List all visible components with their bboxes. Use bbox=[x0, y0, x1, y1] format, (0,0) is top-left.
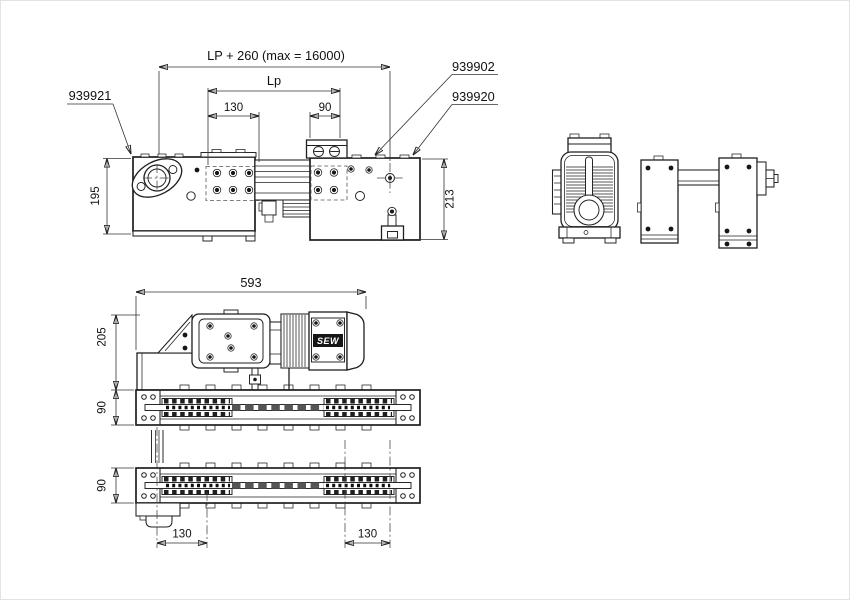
part-label-right-lower: 939920 bbox=[452, 89, 495, 104]
rail-connector bbox=[249, 368, 261, 390]
dim-130-left-text: 130 bbox=[172, 529, 191, 541]
dim-total-length: LP + 260 (max = 16000) bbox=[158, 48, 391, 161]
profile-extrusion bbox=[254, 159, 311, 201]
motor-fins-plan bbox=[283, 315, 306, 367]
dim-offset-right: 130 bbox=[345, 529, 390, 544]
dim-height-left: 195 bbox=[90, 158, 131, 235]
dim-90-text: 90 bbox=[319, 102, 332, 114]
dim-130-text: 130 bbox=[224, 102, 243, 114]
dim-offset-left: 130 bbox=[157, 529, 207, 544]
dim-hole-spacing-right: 90 bbox=[309, 102, 340, 138]
leader-939921: 939921 bbox=[67, 88, 131, 154]
connecting-bar bbox=[677, 169, 720, 186]
rail-lower bbox=[136, 463, 420, 508]
dim-rail-upper: 90 bbox=[97, 389, 134, 426]
motor-plan: SEW bbox=[269, 311, 365, 371]
motor-fan-cover bbox=[346, 311, 365, 371]
dim-height-right: 213 bbox=[404, 158, 457, 240]
dim-total-length-text: LP + 260 (max = 16000) bbox=[207, 48, 345, 63]
plan-view: SEW bbox=[97, 275, 421, 548]
dim-profile-length-text: Lp bbox=[267, 73, 281, 88]
dim-rail-lower: 90 bbox=[97, 467, 134, 504]
drive-attachment bbox=[135, 502, 181, 528]
end-view bbox=[551, 133, 779, 249]
rail-upper bbox=[136, 385, 420, 430]
dim-profile-length: Lp bbox=[207, 73, 341, 165]
rail-end-a bbox=[637, 155, 679, 244]
drive-head-block bbox=[131, 149, 260, 242]
drive-shaft bbox=[151, 430, 164, 463]
carriage-block bbox=[305, 139, 421, 241]
output-flange bbox=[131, 158, 183, 198]
front-view: LP + 260 (max = 16000) Lp 130 90 bbox=[67, 48, 498, 242]
support-bracket bbox=[156, 313, 193, 354]
dim-overall-width: 593 bbox=[135, 275, 367, 350]
part-label-right-upper: 939902 bbox=[452, 59, 495, 74]
leader-939902: 939902 bbox=[375, 59, 498, 155]
shaft-coupler bbox=[756, 161, 779, 196]
motor-nameplate bbox=[313, 334, 343, 347]
dim-205-text: 205 bbox=[97, 327, 109, 346]
gearbox bbox=[191, 309, 271, 373]
part-label-top-left: 939921 bbox=[69, 88, 112, 103]
motor-brand-text: SEW bbox=[317, 336, 340, 346]
gearmotor-end bbox=[551, 133, 621, 244]
leader-939920: 939920 bbox=[413, 89, 498, 155]
under-motor bbox=[258, 199, 311, 223]
dim-rail-lower-text: 90 bbox=[97, 479, 109, 492]
dim-195-text: 195 bbox=[90, 186, 102, 205]
dim-130-right-text: 130 bbox=[358, 529, 377, 541]
dim-drive-height: 205 bbox=[97, 314, 140, 390]
dim-rail-upper-text: 90 bbox=[97, 401, 109, 414]
dim-593-text: 593 bbox=[240, 275, 261, 290]
dim-213-text: 213 bbox=[445, 189, 457, 208]
lube-fitting bbox=[380, 206, 405, 241]
terminal-box bbox=[305, 139, 348, 159]
dim-hole-spacing-left: 130 bbox=[208, 102, 260, 162]
reference-hole bbox=[377, 163, 403, 193]
rail-end-b bbox=[715, 153, 758, 249]
